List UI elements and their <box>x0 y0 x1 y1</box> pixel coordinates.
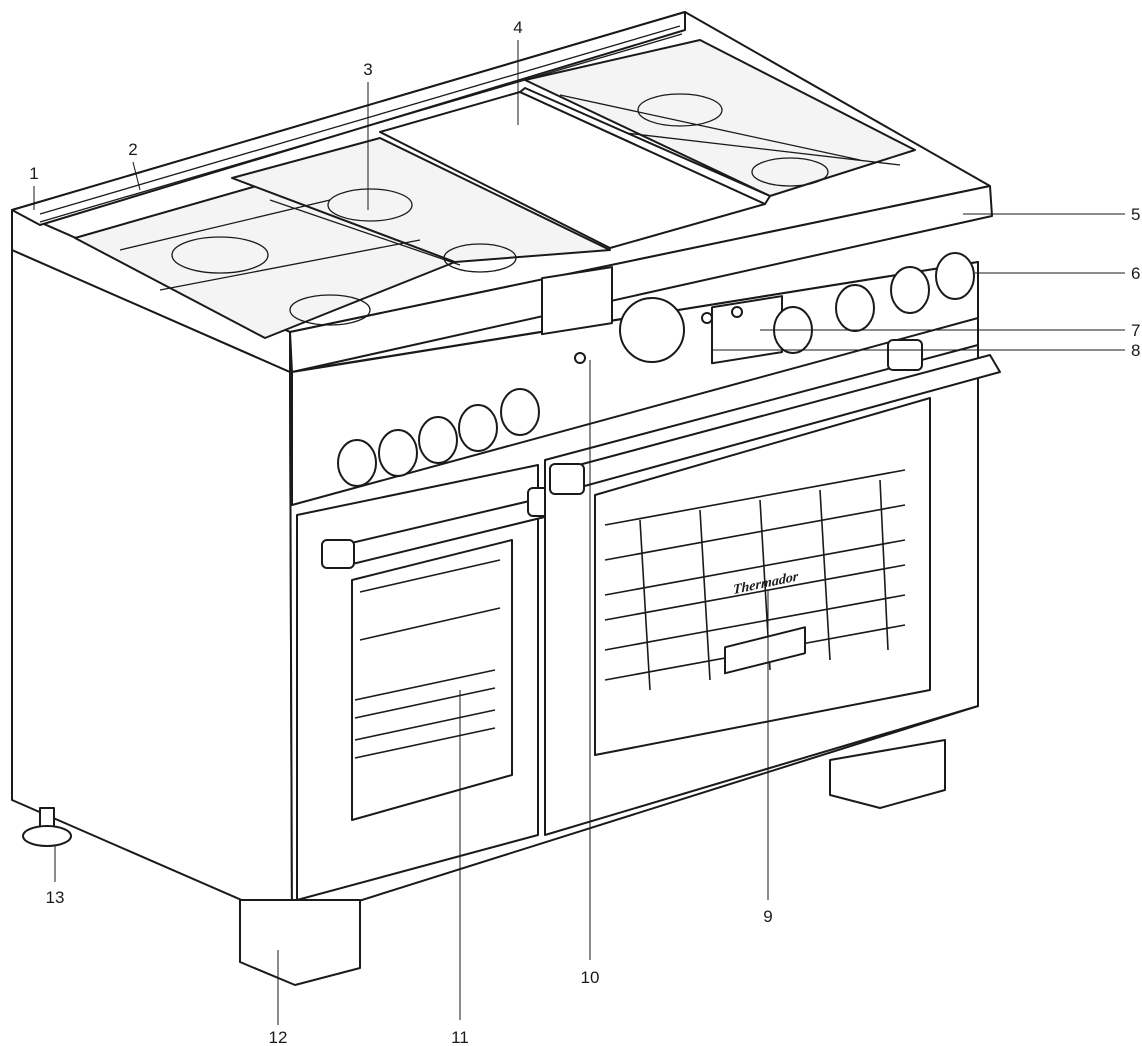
indicator-light <box>731 306 743 318</box>
callout-label: 11 <box>451 1028 469 1046</box>
callout-label: 4 <box>513 18 522 37</box>
callout-label: 12 <box>269 1028 288 1046</box>
round-control-dial <box>619 297 685 363</box>
callout-label: 2 <box>128 140 137 159</box>
back-guard-vents <box>39 25 683 223</box>
callout-label: 1 <box>29 164 38 183</box>
griddle <box>379 87 771 249</box>
callout-label: 10 <box>581 968 600 987</box>
indicator-light <box>701 312 713 324</box>
leader-lines <box>33 40 1125 1025</box>
callout-label: 9 <box>763 907 772 926</box>
right-oven-handle <box>549 339 1001 495</box>
callout-label: 6 <box>1131 264 1140 283</box>
right-oven-racks <box>604 469 906 691</box>
callout-label: 8 <box>1131 341 1140 360</box>
left-oven <box>296 464 566 901</box>
callout-labels: 1 2 3 4 5 6 7 8 9 10 11 12 13 <box>29 18 1140 1046</box>
callout-label: 13 <box>46 888 65 907</box>
callout-label: 7 <box>1131 321 1140 340</box>
right-oven: Thermador <box>544 339 1001 836</box>
callout-label: 5 <box>1131 205 1140 224</box>
control-panel <box>291 252 979 506</box>
left-display <box>541 266 613 336</box>
leveling-leg <box>22 807 72 847</box>
burner-grates <box>74 39 916 339</box>
brand-badge <box>724 626 806 675</box>
callout-label: 3 <box>363 60 372 79</box>
left-oven-racks <box>354 559 501 759</box>
feet <box>22 739 946 986</box>
indicator-light <box>574 352 586 364</box>
